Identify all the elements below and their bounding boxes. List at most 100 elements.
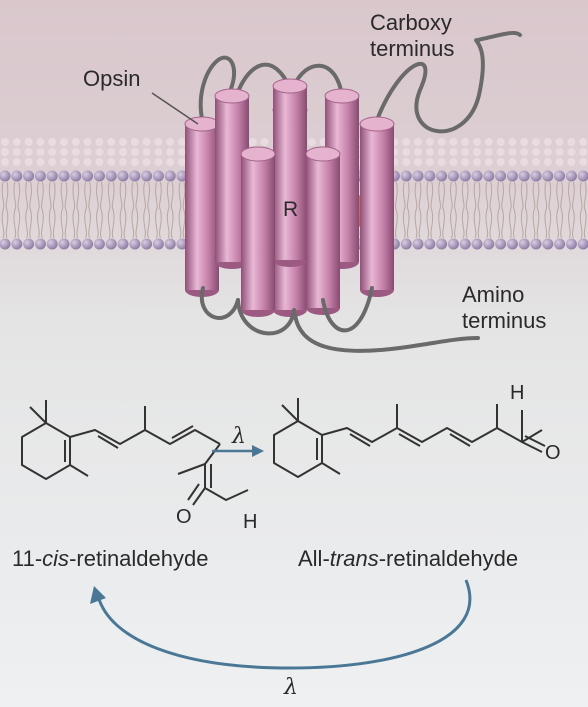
lipid-head-faint bbox=[48, 138, 57, 146]
lipid-head-faint bbox=[508, 148, 517, 156]
lipid-head-faint bbox=[425, 148, 434, 156]
lipid-head-faint bbox=[178, 148, 186, 156]
lipid-head-faint bbox=[119, 138, 127, 146]
lipid-tail bbox=[532, 181, 540, 239]
trans-hydrogen-label: H bbox=[510, 382, 525, 404]
forward-arrow bbox=[212, 445, 264, 457]
lipid-head bbox=[11, 238, 23, 250]
lipid-head-faint bbox=[130, 138, 139, 146]
lipid-head-faint bbox=[24, 138, 33, 146]
lipid-tail bbox=[485, 181, 493, 239]
lipid-head bbox=[105, 170, 117, 182]
lipid-head-faint bbox=[83, 158, 92, 166]
lipid-tail bbox=[556, 181, 563, 239]
lipid-head bbox=[565, 238, 577, 250]
lipid-head-faint bbox=[178, 158, 186, 166]
lipid-tail bbox=[131, 181, 139, 239]
lipid-head bbox=[565, 170, 577, 182]
lipid-head-faint bbox=[520, 138, 529, 146]
lipid-head bbox=[542, 170, 554, 182]
lipid-head bbox=[58, 170, 70, 182]
lipid-head bbox=[82, 238, 94, 250]
lipid-head-faint bbox=[520, 158, 529, 166]
lipid-head bbox=[459, 170, 471, 182]
reverse-lambda: λ bbox=[284, 675, 298, 700]
lipid-tail bbox=[119, 181, 127, 239]
opsin-helices bbox=[184, 78, 395, 317]
lipid-head-faint bbox=[425, 138, 434, 146]
retinal-label: R bbox=[283, 198, 299, 221]
lipid-head bbox=[506, 238, 518, 250]
lipid-tail bbox=[473, 181, 481, 239]
lipid-tail bbox=[13, 181, 21, 239]
lipid-head bbox=[483, 170, 495, 182]
lipid-head-faint bbox=[178, 138, 186, 146]
lipid-head bbox=[129, 238, 141, 250]
lipid-head-faint bbox=[461, 138, 470, 146]
lipid-head bbox=[34, 170, 46, 182]
lipid-head-faint bbox=[83, 148, 92, 156]
lipid-tail bbox=[37, 181, 44, 239]
lipid-tail bbox=[497, 181, 504, 239]
lipid-head bbox=[141, 238, 153, 250]
lipid-tail bbox=[544, 181, 552, 239]
lipid-head-faint bbox=[119, 158, 127, 166]
lipid-tail bbox=[72, 181, 80, 239]
lipid-head-faint bbox=[24, 158, 33, 166]
lipid-head-faint bbox=[142, 158, 151, 166]
lipid-head bbox=[447, 170, 459, 182]
lipid-head-faint bbox=[166, 148, 175, 156]
lipid-head bbox=[58, 238, 70, 250]
lipid-head bbox=[400, 238, 412, 250]
lipid-head-faint bbox=[83, 138, 92, 146]
lipid-head-faint bbox=[437, 148, 446, 156]
lipid-head-faint bbox=[307, 138, 316, 146]
reverse-arrow bbox=[90, 579, 472, 670]
lipid-head-faint bbox=[496, 158, 505, 166]
lipid-head-faint bbox=[95, 158, 104, 166]
lipid-head bbox=[412, 170, 424, 182]
helix-3 bbox=[272, 78, 308, 267]
lipid-head bbox=[471, 238, 483, 250]
lipid-head bbox=[176, 238, 188, 250]
lipid-head-faint bbox=[567, 148, 576, 156]
lipid-head bbox=[141, 170, 153, 182]
lipid-head bbox=[447, 238, 459, 250]
lipid-head bbox=[23, 238, 35, 250]
lipid-tail bbox=[166, 181, 174, 239]
lipid-head-faint bbox=[48, 158, 57, 166]
lipid-head-faint bbox=[473, 158, 481, 166]
lipid-head bbox=[70, 238, 82, 250]
lipid-head-faint bbox=[107, 138, 116, 146]
lipid-head bbox=[46, 238, 58, 250]
lipid-head bbox=[483, 238, 495, 250]
lipid-head bbox=[459, 238, 471, 250]
lipid-head-faint bbox=[142, 148, 151, 156]
lipid-head bbox=[554, 170, 566, 182]
opsin-label: Opsin bbox=[83, 66, 141, 91]
lipid-head-faint bbox=[12, 138, 21, 146]
cis-retinaldehyde-name: 11-cis-retinaldehyde bbox=[12, 546, 209, 571]
lipid-tail bbox=[579, 181, 587, 239]
lipid-head-faint bbox=[414, 158, 422, 166]
helix-2 bbox=[214, 88, 250, 269]
lipid-head-faint bbox=[71, 158, 80, 166]
cis-hydrogen-label: H bbox=[243, 511, 258, 533]
lipid-head-faint bbox=[260, 138, 269, 146]
lipid-tail bbox=[509, 181, 516, 239]
lipid-head-faint bbox=[12, 158, 21, 166]
lipid-tail bbox=[461, 181, 469, 239]
lipid-head-faint bbox=[60, 148, 68, 156]
lipid-head-faint bbox=[484, 148, 493, 156]
lipid-head bbox=[46, 170, 58, 182]
lipid-head-faint bbox=[461, 148, 470, 156]
lipid-head-faint bbox=[154, 158, 163, 166]
lipid-head-faint bbox=[437, 138, 446, 146]
lipid-tail bbox=[178, 181, 186, 239]
extracellular-loops bbox=[198, 30, 522, 134]
lipid-head bbox=[11, 170, 23, 182]
lipid-tail bbox=[402, 181, 410, 239]
lipid-tail bbox=[96, 181, 103, 239]
lipid-head bbox=[412, 238, 424, 250]
